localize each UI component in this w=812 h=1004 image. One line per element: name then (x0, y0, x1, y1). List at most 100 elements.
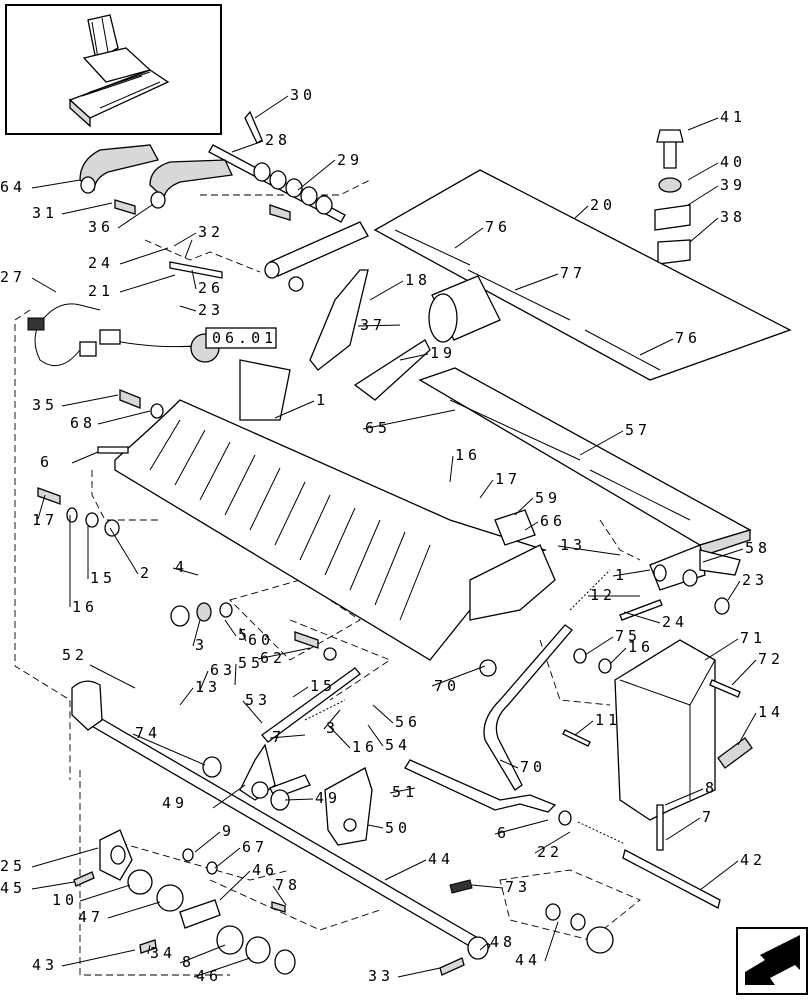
callout-label-3: 3 (195, 636, 208, 654)
leader-line-42 (699, 860, 739, 891)
leader-line-29 (297, 159, 336, 191)
leader-line-27 (31, 277, 57, 293)
callout-label-42: 42 (740, 851, 766, 869)
callout-label-58: 58 (745, 539, 771, 557)
leader-line-49 (212, 784, 246, 809)
leader-line-70 (431, 665, 486, 687)
leader-line-62 (257, 647, 311, 660)
callout-label-44: 44 (515, 951, 541, 969)
callout-label-11: 11 (595, 711, 621, 729)
leader-line-71 (704, 638, 739, 661)
callout-label-19: 19 (430, 344, 456, 362)
leader-line-72 (731, 659, 757, 686)
callout-label-50: 50 (385, 819, 411, 837)
leader-line-52 (89, 664, 136, 689)
leader-line-2 (109, 527, 139, 575)
leader-line-73 (471, 884, 504, 889)
callout-label-29: 29 (337, 151, 363, 169)
callout-label-13: 13 (195, 678, 221, 696)
callout-label-6: 6 (497, 824, 510, 842)
leader-line-23 (179, 305, 197, 312)
callout-label-30: 30 (290, 86, 316, 104)
callout-label-71: 71 (740, 629, 766, 647)
callout-label-1: 1 (316, 391, 329, 409)
callout-label-49: 49 (162, 794, 188, 812)
leader-line-32 (173, 232, 197, 247)
leader-line-51 (389, 787, 416, 794)
callout-label-74: 74 (135, 724, 161, 742)
callout-label-78: 78 (275, 876, 301, 894)
leader-line-75 (584, 636, 614, 656)
leader-line-11 (574, 720, 594, 736)
callout-label-49: 49 (315, 789, 341, 807)
callout-label-76: 76 (675, 329, 701, 347)
callout-label-72: 72 (758, 650, 784, 668)
callout-label-70: 70 (434, 677, 460, 695)
leader-line-48 (479, 942, 489, 951)
leader-line-15 (292, 686, 309, 698)
leader-line-1 (274, 400, 315, 419)
leader-line-38 (689, 217, 719, 243)
leader-line-44 (544, 921, 559, 962)
callout-label-24: 24 (662, 613, 688, 631)
leader-line-64 (31, 179, 81, 189)
leader-line-46 (193, 957, 251, 978)
callout-label-48: 48 (490, 933, 516, 951)
callout-label-16: 16 (72, 598, 98, 616)
callout-label-33: 33 (368, 967, 394, 985)
leader-line-33 (397, 967, 441, 978)
leader-line-14 (737, 712, 757, 746)
callout-leaders (31, 95, 757, 978)
leader-line-77 (514, 273, 559, 291)
next-page-arrow-icon[interactable] (736, 927, 808, 995)
leader-line-13 (557, 545, 621, 556)
leader-line-3 (323, 709, 341, 730)
leader-line-16 (609, 647, 627, 665)
callout-label-35: 35 (32, 396, 58, 414)
leader-line-39 (687, 185, 719, 206)
callout-label-17: 17 (495, 470, 521, 488)
leader-line-34 (147, 944, 151, 955)
leader-line-18 (369, 280, 404, 301)
leader-line-63 (199, 670, 209, 691)
callout-label-10: 10 (52, 891, 78, 909)
leader-line-8 (179, 944, 226, 964)
callout-label-23: 23 (742, 571, 768, 589)
leader-line-30 (254, 95, 289, 119)
leader-line-6 (494, 819, 549, 835)
callout-label-8: 8 (182, 953, 195, 971)
leader-line-60 (239, 627, 247, 642)
leader-line-49 (284, 798, 314, 801)
callout-label-53: 53 (245, 691, 271, 709)
callout-label-46: 46 (252, 861, 278, 879)
callout-label-34: 34 (150, 944, 176, 962)
inset-reference-label: 06.01 (212, 329, 277, 347)
leader-line-22 (534, 831, 571, 854)
leader-line-58 (702, 548, 744, 563)
parts (27, 110, 792, 976)
callout-label-7: 7 (702, 808, 715, 826)
leader-line-59 (514, 497, 534, 516)
leader-line-5 (224, 619, 237, 637)
leader-line-16 (449, 455, 454, 483)
callout-label-64: 64 (0, 178, 26, 196)
callout-label-39: 39 (720, 176, 746, 194)
callout-label-67: 67 (242, 838, 268, 856)
callout-label-22: 22 (537, 843, 563, 861)
callout-label-65: 65 (365, 419, 391, 437)
leader-line-68 (97, 410, 151, 425)
callout-label-2: 2 (140, 564, 153, 582)
callout-label-46: 46 (196, 967, 222, 985)
callout-label-51: 51 (392, 783, 418, 801)
callout-label-60: 60 (248, 631, 274, 649)
callout-label-68: 68 (70, 414, 96, 432)
callout-label-77: 77 (560, 264, 586, 282)
leader-line-8 (664, 788, 704, 806)
leader-line-76 (454, 227, 484, 249)
callout-label-17: 17 (32, 511, 58, 529)
leader-line-31 (61, 202, 113, 215)
callout-label-8: 8 (705, 779, 718, 797)
callout-label-4: 4 (175, 558, 188, 576)
leader-line-16 (327, 724, 351, 749)
